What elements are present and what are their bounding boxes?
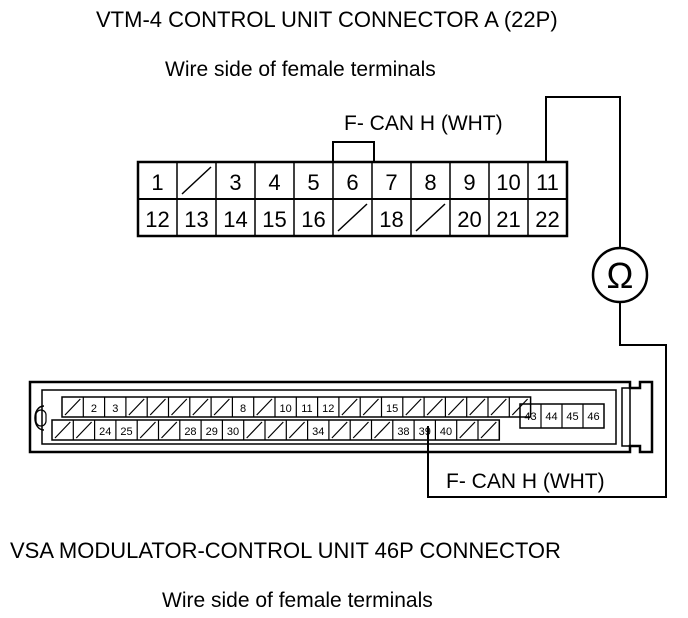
empty-cavity [490, 398, 507, 416]
terminal-label: 45 [566, 411, 578, 423]
ohmmeter: Ω [591, 246, 649, 304]
empty-cavity [75, 421, 93, 439]
empty-cavity [469, 398, 486, 416]
terminal-label: 9 [463, 170, 475, 195]
probe-wire-bottom [427, 302, 667, 498]
empty-cavity [213, 398, 230, 416]
empty-cavity [54, 421, 71, 439]
top-connector-subtitle: Wire side of female terminals [165, 58, 436, 81]
empty-cavity [480, 421, 497, 439]
empty-cavity [415, 203, 446, 232]
terminal-label: 15 [386, 403, 398, 415]
terminal-label: 7 [385, 170, 397, 195]
terminal-label: 8 [424, 170, 436, 195]
probe-wire-top [545, 96, 621, 248]
terminal-label: 6 [346, 170, 358, 195]
empty-cavity [246, 421, 263, 439]
empty-cavity [288, 421, 306, 439]
terminal-label: 43 [524, 411, 536, 423]
terminal-label: 29 [206, 426, 218, 438]
terminal-label: 14 [223, 207, 247, 232]
terminal-label: 5 [307, 170, 319, 195]
terminal-label: 12 [145, 207, 169, 232]
ohm-symbol: Ω [607, 255, 634, 296]
connector-key [332, 141, 375, 163]
top-connector-title: VTM-4 CONTROL UNIT CONNECTOR A (22P) [96, 7, 558, 32]
terminal-label: 10 [280, 403, 292, 415]
empty-cavity [374, 421, 391, 439]
empty-cavity [171, 398, 188, 416]
bottom-connector-subtitle: Wire side of female terminals [162, 589, 433, 612]
terminal-label: 11 [301, 403, 312, 415]
terminal-label: 40 [440, 426, 452, 438]
terminal-label: 8 [240, 403, 246, 415]
latch-hole [35, 409, 47, 427]
terminal-label: 38 [397, 426, 409, 438]
terminal-label: 18 [379, 207, 403, 232]
terminal-label: 3 [229, 170, 241, 195]
connector-flange [621, 387, 631, 447]
terminal-label: 13 [184, 207, 208, 232]
empty-cavity [337, 203, 368, 232]
terminal-label: 21 [496, 207, 520, 232]
bottom-wire-label: F- CAN H (WHT) [446, 470, 605, 493]
terminal-label: 22 [535, 207, 559, 232]
terminal-label: 16 [301, 207, 325, 232]
terminal-label: 25 [120, 426, 132, 438]
connector-face [41, 389, 617, 445]
top-wire-label: F- CAN H (WHT) [344, 112, 503, 135]
empty-cavity [181, 166, 212, 195]
empty-cavity [362, 398, 379, 416]
empty-cavity [341, 398, 358, 416]
terminal-label: 12 [322, 403, 334, 415]
empty-cavity [149, 398, 166, 416]
terminal-label: 15 [262, 207, 286, 232]
empty-cavity [139, 421, 156, 439]
terminal-label: 30 [227, 426, 239, 438]
terminal-label: 39 [419, 426, 431, 438]
latch-icon [34, 405, 45, 431]
terminal-label: 20 [457, 207, 481, 232]
terminal-label: 46 [587, 411, 599, 423]
terminal-label: 10 [496, 170, 520, 195]
terminal-label: 1 [151, 170, 163, 195]
empty-cavity [64, 398, 81, 416]
terminal-label: 34 [312, 426, 324, 438]
probe-wires [427, 96, 667, 498]
terminal-label: 3 [112, 403, 118, 415]
empty-cavity [161, 421, 178, 439]
empty-cavity [256, 398, 273, 416]
terminal-label: 24 [99, 426, 111, 438]
terminal-label: 28 [184, 426, 196, 438]
empty-cavity [447, 398, 465, 416]
terminal-label: 44 [545, 411, 557, 423]
empty-cavity [128, 398, 145, 416]
empty-cavity [459, 421, 476, 439]
terminal-row [51, 419, 501, 441]
terminal-label: 2 [91, 403, 97, 415]
empty-cavity [426, 398, 443, 416]
terminal-label: 11 [536, 170, 559, 195]
empty-cavity [352, 421, 369, 439]
empty-cavity [405, 398, 422, 416]
empty-cavity [331, 421, 348, 439]
bottom-connector-title: VSA MODULATOR-CONTROL UNIT 46P CONNECTOR [10, 538, 561, 563]
terminal-label: 4 [268, 170, 280, 195]
empty-cavity [192, 398, 209, 416]
empty-cavity [267, 421, 284, 439]
